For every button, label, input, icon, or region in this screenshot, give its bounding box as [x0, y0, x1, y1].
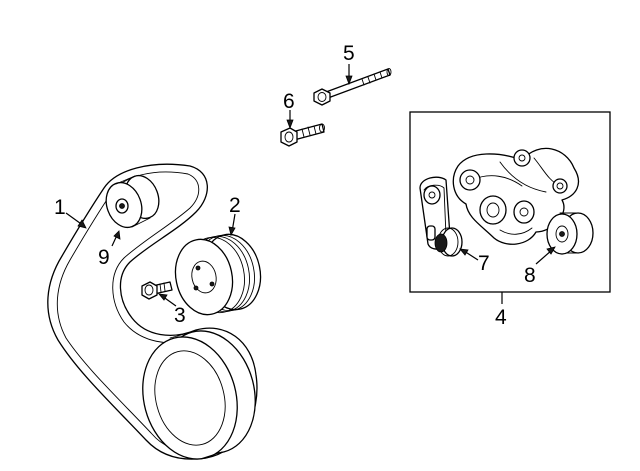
pulley-bolt [141, 281, 173, 300]
leader-lines [65, 64, 556, 307]
idler-pulley [105, 174, 160, 229]
tensioner-assembly-box [409, 111, 611, 293]
tensioner-arm [419, 176, 463, 257]
long-bolt [313, 68, 392, 106]
callout-1: 1 [54, 196, 66, 219]
callout-9: 9 [98, 246, 110, 269]
tensioner-pulley [546, 212, 594, 255]
callout-2: 2 [229, 194, 241, 217]
callout-8: 8 [524, 264, 536, 287]
callout-5: 5 [343, 42, 355, 65]
short-bolt [280, 123, 325, 147]
callout-6: 6 [283, 90, 295, 113]
callout-3: 3 [174, 304, 186, 327]
crankshaft-pulley [174, 233, 262, 316]
callout-7: 7 [478, 252, 490, 275]
callout-4: 4 [495, 306, 507, 329]
lower-pulley [142, 330, 256, 460]
tensioner-housing [452, 147, 579, 245]
